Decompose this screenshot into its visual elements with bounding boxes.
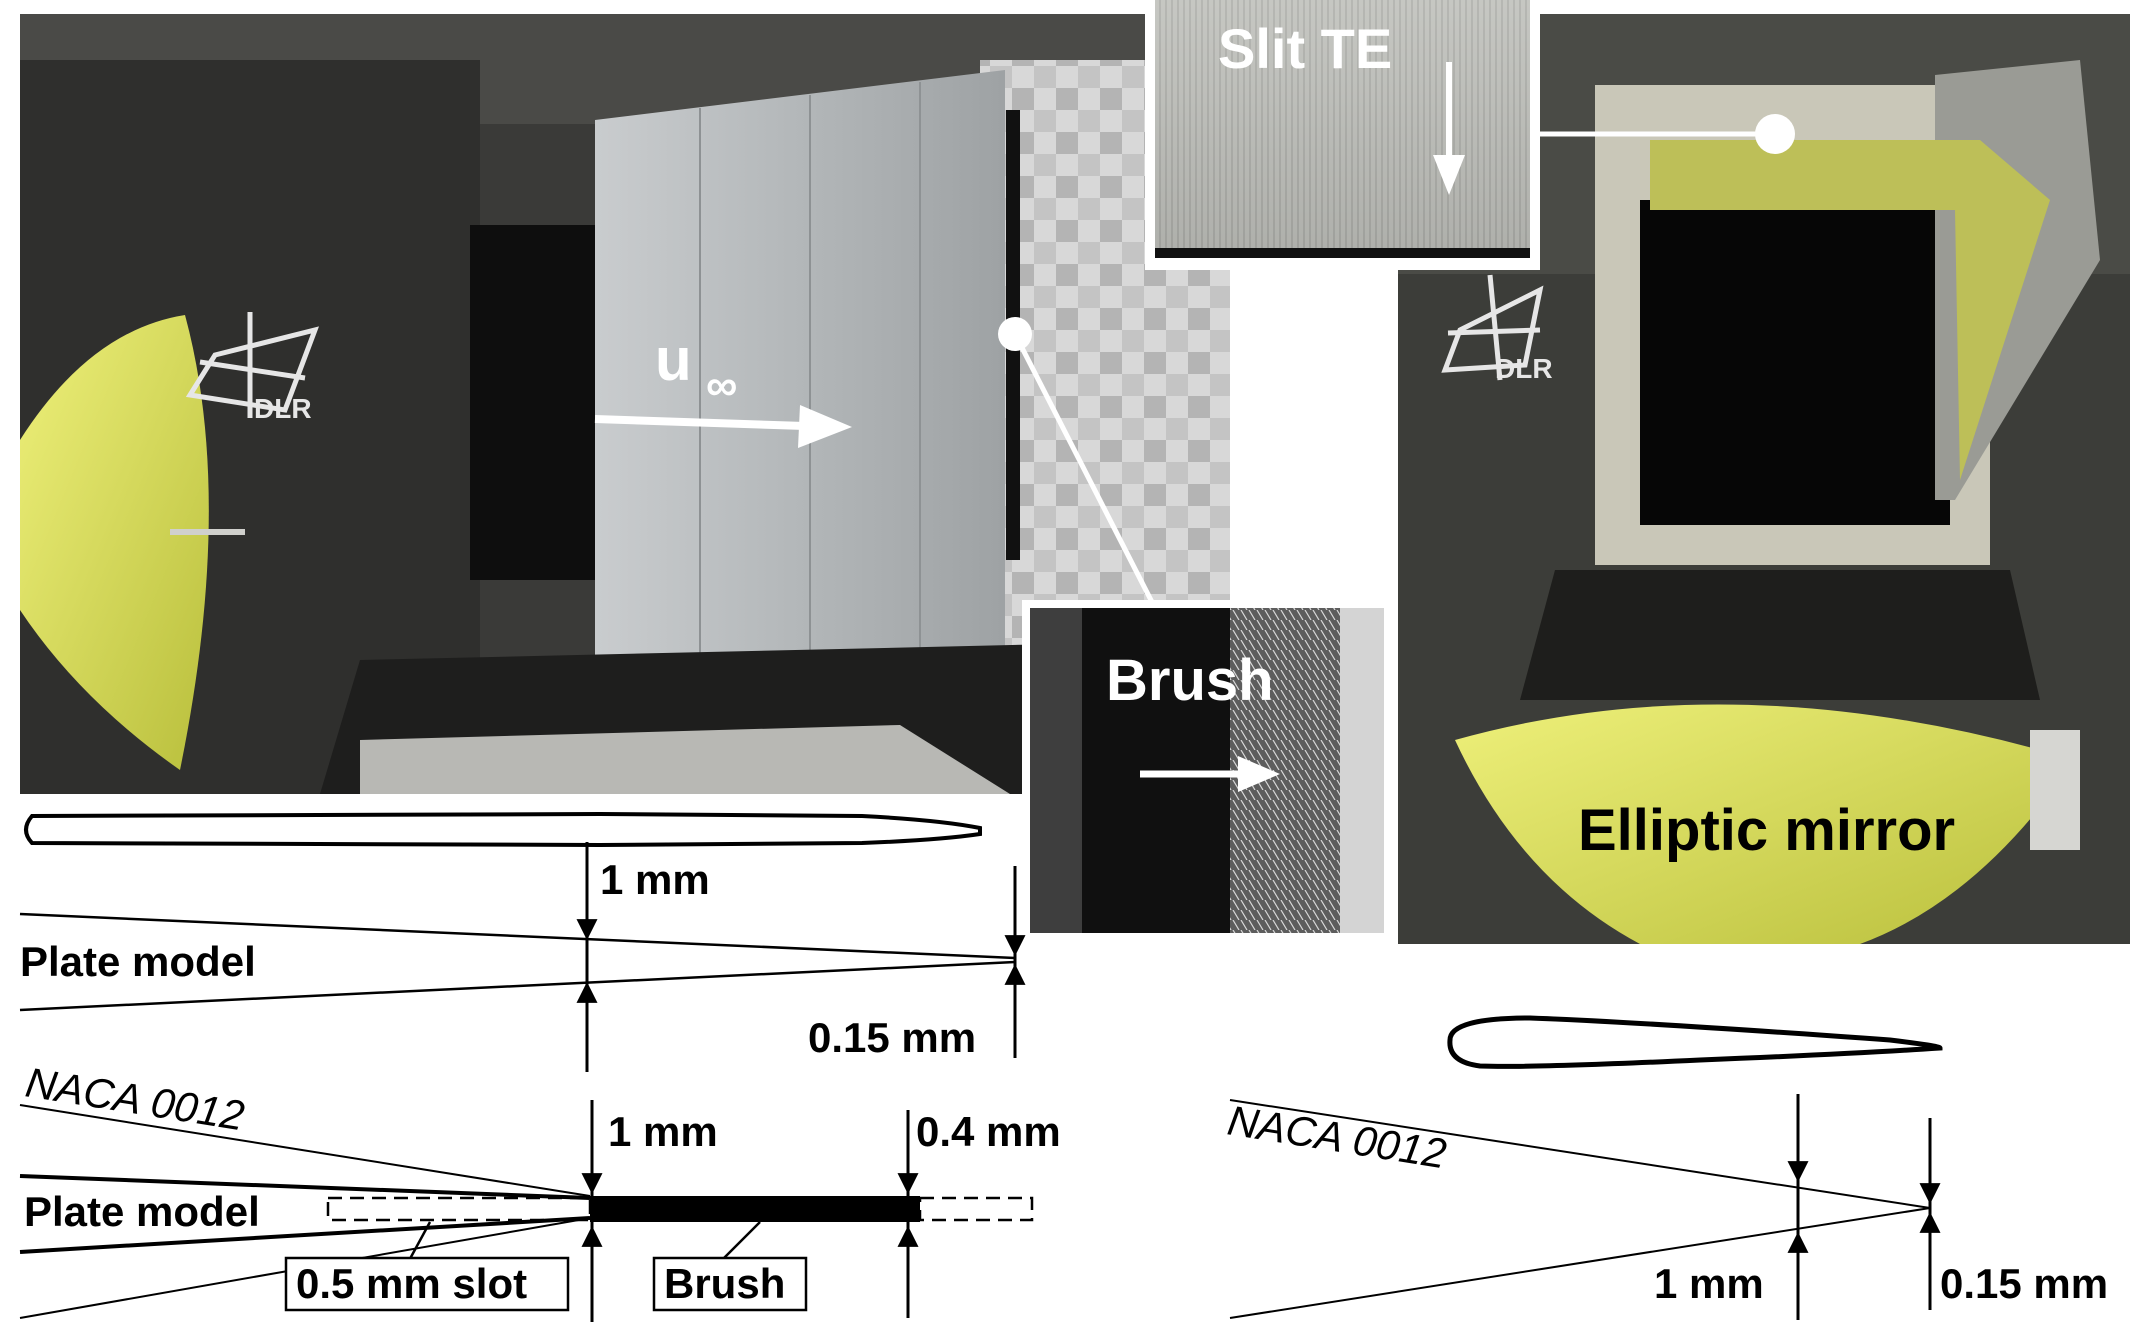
naca-b-label: NACA 0012 (1225, 1096, 1450, 1177)
brush-te-schematic (19, 1100, 1034, 1322)
slot-dashed-outline (326, 1196, 592, 1222)
wind-tunnel-photo-right: DLR Elliptic mirror (1398, 14, 2130, 944)
brush-solid-bar (590, 1196, 920, 1222)
brush-label-box (652, 1256, 808, 1312)
slit-te-label: Slit TE (1218, 17, 1392, 80)
nozzle-opening (1640, 200, 1950, 525)
plate-model-b-label: Plate model (24, 1188, 260, 1235)
dim-015-a-label: 0.15 mm (808, 1014, 976, 1061)
elliptic-mirror-left (20, 315, 209, 770)
dim-04-label: 0.4 mm (916, 1108, 1061, 1155)
dlr-right-label: DLR (1495, 353, 1553, 384)
brush-inset-photo: Brush (1022, 600, 1390, 940)
brush-arrow-icon (1140, 756, 1280, 792)
dlr-logo-icon (185, 312, 320, 418)
plate-lower-edge (19, 960, 1016, 1012)
brush-inset-right (1340, 608, 1384, 933)
plate-model-outline (24, 811, 982, 848)
brush-inset-edge (1030, 608, 1082, 933)
callout-line (1012, 332, 1158, 610)
slit-inset-edge (1155, 248, 1530, 258)
brush-leader (719, 1221, 761, 1263)
slot-label-box (284, 1256, 570, 1312)
brush-extension-dashed (918, 1196, 1034, 1222)
table (360, 725, 1010, 794)
plate-model-a-label: Plate model (20, 938, 256, 985)
velocity-label: u (655, 326, 692, 393)
dim-1mm-c-label: 1 mm (1654, 1260, 1764, 1307)
dim-1mm-a-label: 1 mm (600, 856, 710, 903)
slit-te-inset-photo: Slit TE (1145, 0, 1540, 270)
nozzle-base (1520, 570, 2040, 700)
elliptic-mirror-label: Elliptic mirror (1578, 798, 1955, 863)
slit-inset-shade (1155, 0, 1530, 255)
dlr-logo-icon (1441, 274, 1544, 381)
naca-a-label: NACA 0012 (23, 1058, 248, 1139)
flow-arrow-icon (594, 405, 852, 448)
dim-1mm-b-label: 1 mm (608, 1108, 718, 1155)
naca-airfoil-schematic (1229, 1015, 1943, 1320)
plate-model-schematic (19, 842, 1026, 1072)
dim-015-b-label: 0.15 mm (1940, 1260, 2108, 1307)
chamber-opening (470, 225, 610, 580)
naca-airfoil-outline (1447, 1015, 1943, 1069)
naca-lower-line (1229, 1207, 1931, 1319)
velocity-subscript: ∞ (706, 361, 737, 410)
plate-upper-edge (19, 912, 1016, 960)
microphone-holder (2030, 730, 2080, 850)
side-plate-yellow (1650, 140, 2050, 480)
dlr-left-label: DLR (254, 393, 312, 424)
slot-label: 0.5 mm slot (296, 1260, 527, 1307)
brush-inset-label: Brush (1106, 648, 1274, 713)
naca-upper-line (19, 1104, 591, 1197)
slit-arrow-icon (1433, 62, 1465, 195)
plate-lower-edge (19, 1216, 591, 1254)
brush-box-label: Brush (664, 1260, 785, 1307)
elliptic-mirror-right (1455, 704, 2075, 944)
plate-upper-edge (19, 1174, 591, 1200)
naca-upper-line (1229, 1099, 1931, 1209)
